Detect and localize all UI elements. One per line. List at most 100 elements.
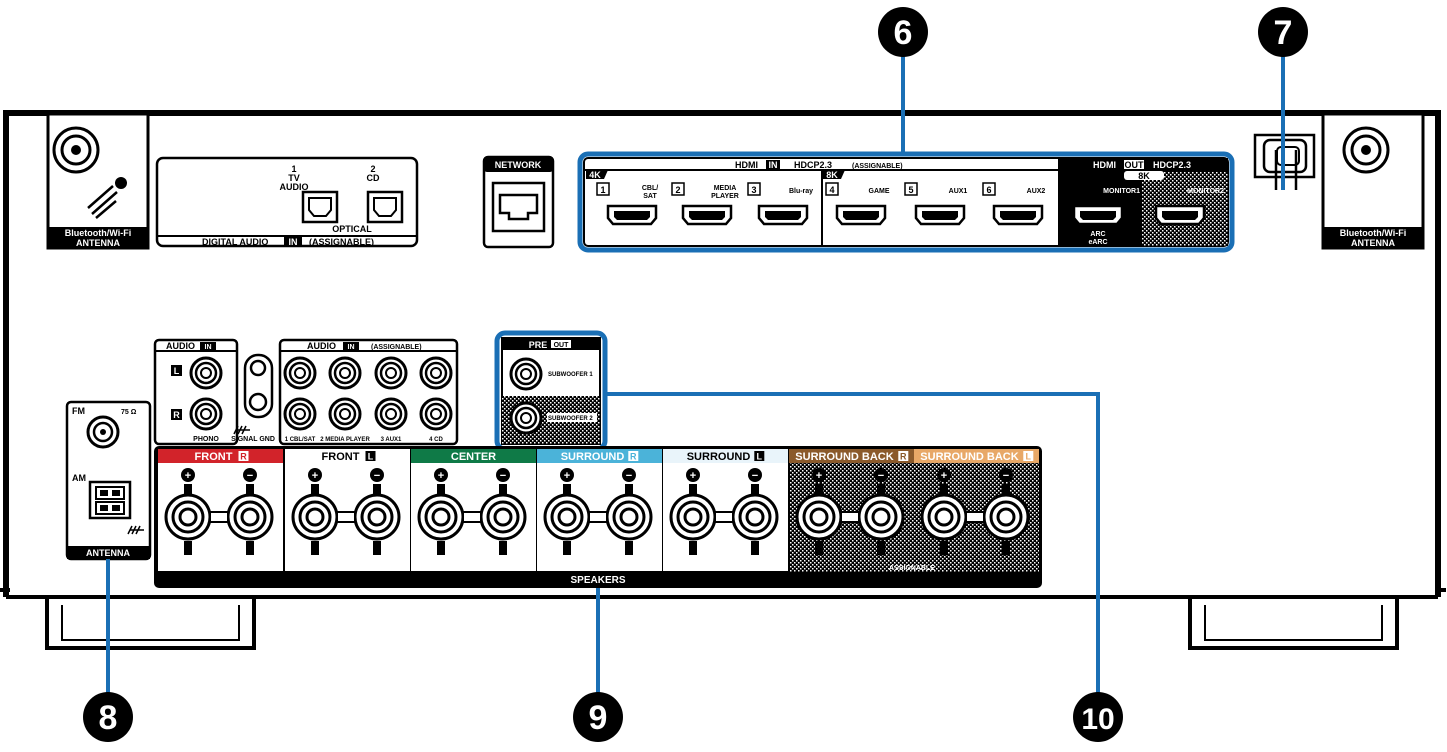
binding-post-icon xyxy=(353,493,401,541)
fm-am-antenna-panel: FM 75 Ω AM ANTENNA xyxy=(65,400,152,561)
rca-jack-r[interactable] xyxy=(419,397,453,431)
callout-6-label: 6 xyxy=(894,14,913,52)
bt-antenna-label1: Bluetooth/Wi-Fi xyxy=(1340,228,1406,238)
subwoofer1-label: SUBWOOFER 1 xyxy=(548,372,593,378)
minus-icon: − xyxy=(374,470,380,482)
negative-terminal[interactable]: − xyxy=(226,468,274,555)
positive-terminal[interactable]: + xyxy=(920,468,968,555)
audio-in-jack-pair-3[interactable]: 3 AUX1 xyxy=(374,356,408,443)
bt-antenna-label2: ANTENNA xyxy=(1351,238,1395,248)
hdmi-in-port-name: CBL/ xyxy=(642,185,658,192)
phono-l-jack[interactable] xyxy=(189,356,223,390)
hdmi-in-port-name: GAME xyxy=(869,188,890,195)
audio-in-jack-pair-2[interactable]: 2 MEDIA PLAYER xyxy=(320,356,370,443)
hdmi-in-port-4[interactable]: 4 GAME xyxy=(825,182,890,226)
rca-jack-r[interactable] xyxy=(374,397,408,431)
rca-jack-r[interactable] xyxy=(328,397,362,431)
minus-icon: − xyxy=(752,470,758,482)
audio-in-badge: IN xyxy=(348,344,355,351)
phono-r-jack[interactable] xyxy=(189,397,223,431)
rca-jack-l[interactable] xyxy=(419,356,453,390)
am-antenna-terminal[interactable] xyxy=(88,480,144,535)
negative-terminal[interactable]: − xyxy=(605,468,653,555)
speaker-terminal-group-3[interactable]: CENTER +− xyxy=(411,449,536,571)
audio-in-jack-pair-1[interactable]: 1 CBL/SAT xyxy=(283,356,317,443)
callout-10: 10 xyxy=(1073,692,1123,742)
hdmi-connector-icon xyxy=(835,204,887,226)
pre-label: PRE xyxy=(529,340,548,350)
positive-terminal[interactable]: + xyxy=(291,468,339,555)
pre-out-panel: PRE OUT SUBWOOFER 1 SUBWOOFER 2 xyxy=(494,330,608,452)
speaker-group-name: FRONT xyxy=(322,451,360,463)
subwoofer2-jack[interactable] xyxy=(509,401,543,435)
hdmi-in-port-name2: SAT xyxy=(643,193,657,200)
callout-7: 7 xyxy=(1258,7,1308,57)
fm-antenna-jack[interactable] xyxy=(86,415,120,449)
negative-terminal[interactable]: − xyxy=(982,468,1030,555)
rca-jack-r[interactable] xyxy=(283,397,317,431)
binding-post-icon xyxy=(982,493,1030,541)
hdmi-connector-icon xyxy=(681,204,733,226)
audio-in-assignable: (ASSIGNABLE) xyxy=(371,344,422,351)
optical-port-cd[interactable] xyxy=(366,190,404,224)
signal-gnd-terminal[interactable] xyxy=(233,353,274,435)
negative-terminal[interactable]: − xyxy=(353,468,401,555)
audio-in-jack-label: 1 CBL/SAT xyxy=(285,437,316,443)
optical-2-name: CD xyxy=(367,173,380,183)
positive-terminal[interactable]: + xyxy=(543,468,591,555)
optical-2-number: 2 xyxy=(370,164,375,174)
rca-jack-l[interactable] xyxy=(374,356,408,390)
fm-ohm-label: 75 Ω xyxy=(121,409,137,416)
speaker-group-side: L xyxy=(1026,452,1032,462)
earc-label: eARC xyxy=(1088,239,1107,246)
rca-jack-l[interactable] xyxy=(283,356,317,390)
audio-in-jack-pair-4[interactable]: 4 CD xyxy=(419,356,453,443)
hdmi-in-port-number: 4 xyxy=(829,185,834,195)
hdmi-out-monitor2-port[interactable] xyxy=(1154,204,1206,226)
hdmi-in-port-name: AUX1 xyxy=(949,188,968,195)
positive-terminal[interactable]: + xyxy=(417,468,465,555)
negative-terminal[interactable]: − xyxy=(857,468,905,555)
speaker-terminal-group-7[interactable]: SURROUND BACK L +− xyxy=(914,449,1039,555)
rca-jack-l[interactable] xyxy=(328,356,362,390)
subwoofer1-jack[interactable] xyxy=(509,357,543,391)
speaker-group-name: FRONT xyxy=(195,451,233,463)
callout-9: 9 xyxy=(573,692,623,742)
hdmi-out-label: HDMI xyxy=(1093,160,1116,170)
network-port[interactable]: NETWORK xyxy=(482,155,555,249)
positive-terminal[interactable]: + xyxy=(669,468,717,555)
speaker-group-name: SURROUND BACK xyxy=(920,451,1018,463)
chassis xyxy=(0,110,1446,650)
am-label: AM xyxy=(72,473,86,483)
positive-terminal[interactable]: + xyxy=(795,468,843,555)
bt-antenna-left[interactable]: Bluetooth/Wi-Fi ANTENNA xyxy=(46,112,150,250)
hdmi-connector-icon xyxy=(757,204,809,226)
negative-terminal[interactable]: − xyxy=(731,468,779,555)
callout-8: 8 xyxy=(83,692,133,742)
negative-terminal[interactable]: − xyxy=(479,468,527,555)
plus-icon: + xyxy=(312,470,318,482)
speaker-group-name: CENTER xyxy=(451,451,496,463)
optical-port-tv[interactable] xyxy=(301,190,339,224)
hdmi-out-monitor1-port[interactable] xyxy=(1072,204,1124,226)
bt-antenna-right[interactable]: Bluetooth/Wi-Fi ANTENNA xyxy=(1321,112,1425,250)
callout-lines xyxy=(106,48,1285,700)
tag-8k: 8K xyxy=(826,170,838,180)
callout-7-label: 7 xyxy=(1274,14,1293,52)
hdmi-in-port-number: 3 xyxy=(751,185,756,195)
callout-8-label: 8 xyxy=(99,699,118,737)
phono-r-label: R xyxy=(173,410,180,420)
positive-terminal[interactable]: + xyxy=(164,468,212,555)
